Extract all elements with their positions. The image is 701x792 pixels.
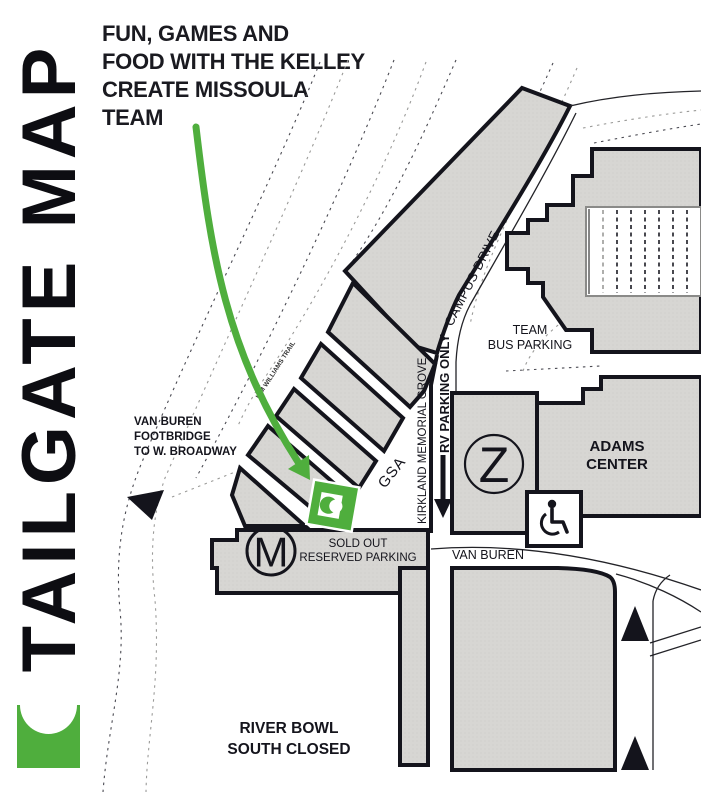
river-bowl-label: RIVER BOWL: [239, 720, 338, 737]
event-callout: FUN, GAMES AND FOOD WITH THE KELLEY CREA…: [102, 20, 365, 132]
arena-court: [585, 206, 701, 297]
footbridge-label: FOOTBRIDGE: [134, 431, 211, 443]
footbridge-label: VAN BUREN: [134, 416, 202, 428]
lot-z: Z: [450, 391, 539, 535]
up-arrow-icon: [621, 606, 649, 641]
trail-dashed-paths: [102, 59, 701, 792]
arena-building: [505, 147, 701, 354]
callout-line: FUN, GAMES AND: [102, 21, 289, 46]
adams-center-label: CENTER: [586, 456, 648, 473]
up-arrow-icon: [621, 736, 649, 770]
team-bus-label: TEAM: [513, 323, 548, 337]
lot-m: M SOLD OUT RESERVED PARKING: [210, 525, 430, 767]
van-buren-street-label: VAN BUREN: [452, 548, 524, 562]
team-bus-label: BUS PARKING: [488, 338, 573, 352]
wheelchair-icon: [539, 499, 569, 536]
river-bowl-label: SOUTH CLOSED: [227, 741, 350, 758]
road-edges: [430, 90, 701, 770]
rv-parking-label: RV PARKING ONLY: [437, 334, 452, 453]
parking-cell: [229, 464, 311, 528]
gsa-label: GSA: [375, 454, 410, 492]
kelley-create-marker: [304, 478, 361, 534]
logo-notch: [20, 705, 77, 734]
east-lot: [450, 566, 649, 772]
green-callout-arrow: [192, 123, 310, 480]
adams-center-label: ADAMS: [590, 438, 645, 455]
callout-line: TEAM: [102, 105, 164, 130]
footbridge-label: TO W. BROADWAY: [134, 446, 237, 458]
callout-line: CREATE MISSOULA: [102, 77, 309, 102]
kirkland-grove-label: KIRKLAND MEMORIAL GROVE: [417, 357, 429, 524]
accessible-parking: [525, 490, 583, 548]
sold-out-label: SOLD OUT: [329, 538, 388, 550]
rv-direction-arrow: [434, 455, 452, 518]
kelley-create-logo: [17, 705, 80, 768]
kirkland-strip-edge: [429, 354, 439, 533]
footbridge-direction-arrow: [127, 490, 164, 520]
lot-m-label: M: [254, 529, 289, 576]
reserved-parking-label: RESERVED PARKING: [299, 552, 416, 564]
lot-z-label: Z: [479, 437, 510, 493]
parking-cell: [325, 279, 438, 410]
callout-line: FOOD WITH THE KELLEY: [102, 49, 365, 74]
parking-cell: [342, 85, 573, 356]
parking-cell: [298, 340, 406, 455]
